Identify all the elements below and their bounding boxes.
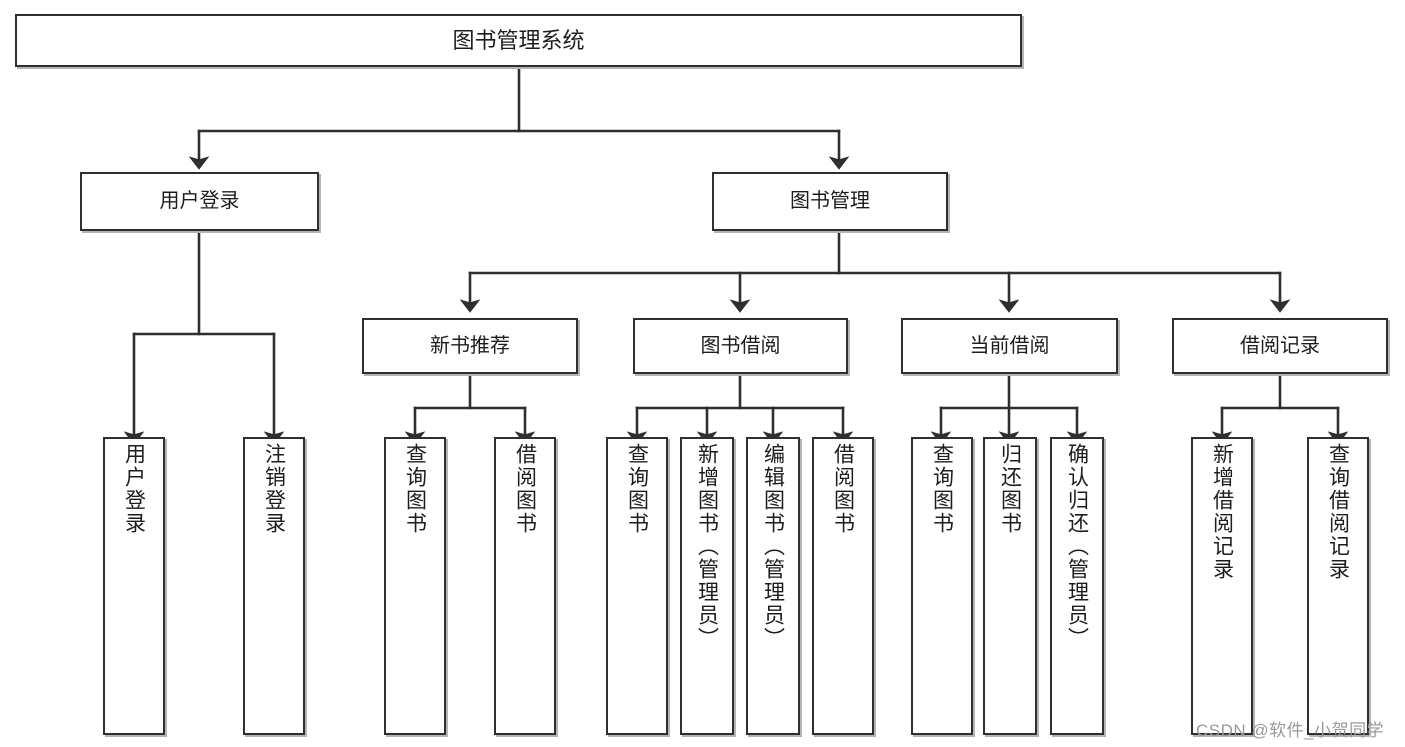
node-label: 新增借阅记录 [1210,443,1234,581]
node-book-management[interactable]: 图书管理 [712,172,948,231]
leaf-user-login-login[interactable]: 用户登录 [103,437,165,735]
node-label: 借阅图书 [831,443,855,535]
leaf-current-borrow-query-book[interactable]: 查询图书 [911,437,973,735]
node-label: 用户登录 [159,190,240,212]
leaf-book-borrow-query-book[interactable]: 查询图书 [606,437,668,735]
leaf-current-borrow-return-book[interactable]: 归还图书 [983,437,1037,735]
leaf-borrow-record-add-record[interactable]: 新增借阅记录 [1191,437,1253,735]
node-current-borrow[interactable]: 当前借阅 [901,318,1118,374]
node-label: 图书管理系统 [452,27,585,53]
node-label: 用户登录 [122,443,146,535]
node-label: 借阅图书 [513,443,537,535]
leaf-user-login-logout[interactable]: 注销登录 [243,437,305,735]
node-label: 查询借阅记录 [1326,443,1350,581]
node-label: 查询图书 [403,443,427,535]
node-label: 借阅记录 [1240,334,1320,357]
node-root-system[interactable]: 图书管理系统 [15,14,1022,67]
leaf-new-book-borrow-book[interactable]: 借阅图书 [494,437,556,735]
leaf-book-borrow-borrow-book[interactable]: 借阅图书 [812,437,874,735]
node-new-book-recommend[interactable]: 新书推荐 [362,318,578,374]
node-book-borrow[interactable]: 图书借阅 [633,318,848,374]
node-label: 注销登录 [262,443,286,535]
node-label: 图书管理 [790,190,870,212]
node-user-login[interactable]: 用户登录 [80,172,319,231]
node-label: 新增图书（管理员） [695,443,719,650]
leaf-book-borrow-edit-book[interactable]: 编辑图书（管理员） [746,437,800,735]
node-label: 确认归还（管理员） [1065,443,1089,650]
node-label: 编辑图书（管理员） [761,443,785,650]
node-label: 查询图书 [625,443,649,535]
node-borrow-record[interactable]: 借阅记录 [1172,318,1388,374]
leaf-current-borrow-confirm-return[interactable]: 确认归还（管理员） [1050,437,1104,735]
node-label: 归还图书 [998,443,1022,535]
watermark-text: CSDN @软件_小贺同学 [1196,721,1385,740]
node-label: 新书推荐 [430,334,510,357]
leaf-borrow-record-query-record[interactable]: 查询借阅记录 [1307,437,1369,735]
leaf-new-book-query-book[interactable]: 查询图书 [384,437,446,735]
node-label: 查询图书 [930,443,954,535]
node-label: 图书借阅 [700,334,781,357]
leaf-book-borrow-add-book[interactable]: 新增图书（管理员） [680,437,734,735]
node-label: 当前借阅 [969,334,1050,357]
